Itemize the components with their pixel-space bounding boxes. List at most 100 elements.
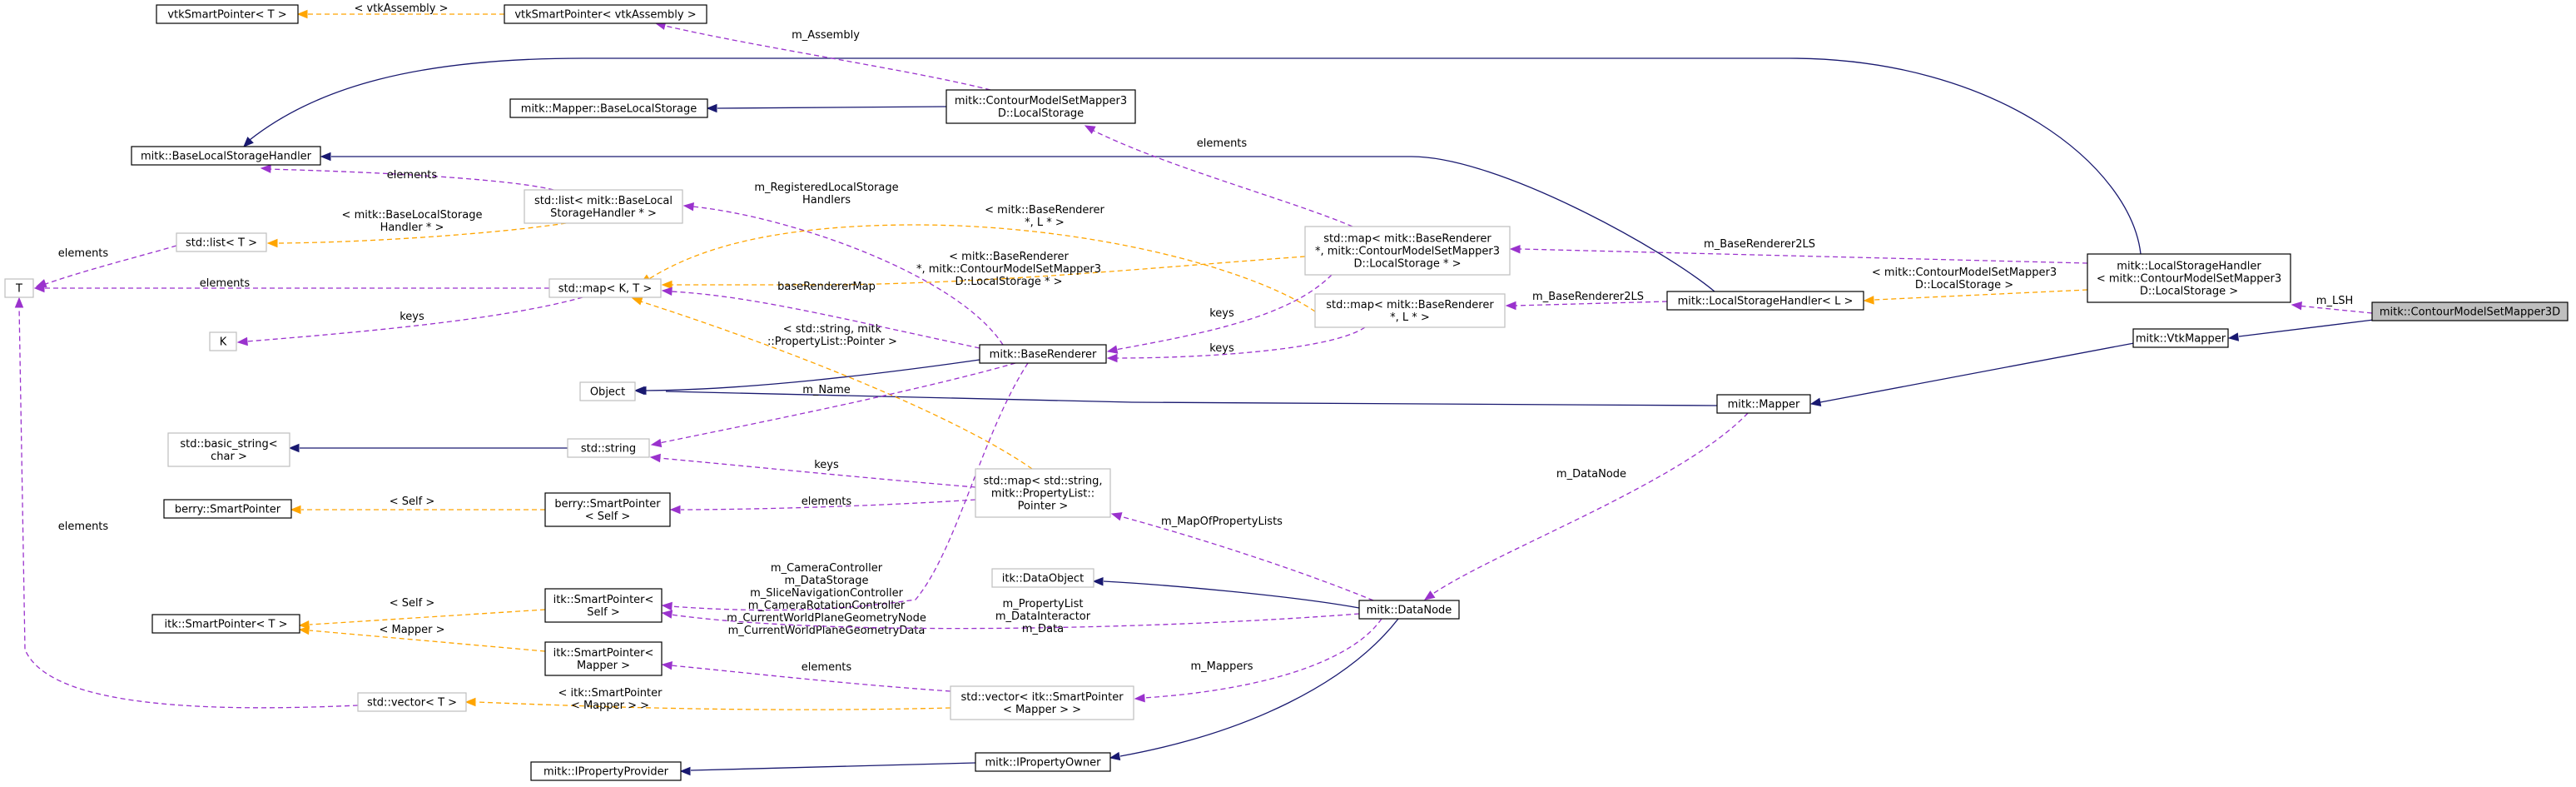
class-node-map-plist[interactable]: std::map< std::string,mitk::PropertyList… bbox=[975, 468, 1111, 518]
edge-line bbox=[309, 630, 546, 652]
edge-label: < Self > bbox=[390, 597, 435, 610]
edge-label: elements bbox=[802, 661, 852, 674]
class-node-label: std::string bbox=[581, 443, 636, 456]
class-node-label: Object bbox=[590, 386, 625, 399]
class-node-box bbox=[131, 146, 321, 166]
edge-line bbox=[670, 613, 1360, 630]
class-node-vector-itksp[interactable]: std::vector< itk::SmartPointer< Mapper >… bbox=[950, 685, 1134, 720]
class-node-box bbox=[975, 468, 1111, 518]
class-node-baserenderer[interactable]: mitk::BaseRenderer bbox=[979, 344, 1107, 364]
edge-label: elements bbox=[1197, 137, 1248, 150]
class-node-box bbox=[504, 4, 707, 24]
class-node-itk-dataobj[interactable]: itk::DataObject bbox=[991, 568, 1094, 588]
edge-arrowhead bbox=[631, 296, 643, 306]
nodes-layer: mitk::ContourModelSetMapper3D mitk::Local… bbox=[4, 4, 2569, 781]
class-node-box bbox=[567, 438, 650, 458]
class-node-lsh-cms[interactable]: mitk::LocalStorageHandler< mitk::Contour… bbox=[2087, 253, 2291, 303]
class-node-box bbox=[530, 761, 682, 781]
class-node-label: std::map< mitk::BaseRenderer bbox=[1326, 299, 1494, 311]
class-node-berry-sp-self[interactable]: berry::SmartPointer< Self > bbox=[544, 492, 671, 527]
usage-edge: keys bbox=[649, 453, 976, 488]
class-node-basic-string[interactable]: std::basic_string<char > bbox=[167, 432, 290, 467]
class-node-iprop-provider[interactable]: mitk::IPropertyProvider bbox=[530, 761, 682, 781]
usage-edge: m_Mappers bbox=[1134, 618, 1382, 703]
class-node-itksp-self[interactable]: itk::SmartPointer<Self > bbox=[544, 588, 663, 623]
edge-label: < itk::SmartPointer bbox=[558, 687, 663, 700]
edge-label: Handler * > bbox=[380, 222, 444, 234]
class-node-list-blsh[interactable]: std::list< mitk::BaseLocalStorageHandler… bbox=[524, 189, 683, 224]
edge-arrowhead bbox=[266, 238, 278, 248]
edge-label: keys bbox=[1209, 307, 1234, 320]
class-node-label: Mapper > bbox=[577, 660, 630, 672]
class-node-label: StorageHandler * > bbox=[550, 207, 657, 220]
class-node-itksp-mapper[interactable]: itk::SmartPointer<Mapper > bbox=[544, 641, 663, 676]
usage-edge: m_DataNode bbox=[1423, 412, 1749, 600]
edge-line bbox=[670, 665, 951, 692]
class-node-label: std::map< K, T > bbox=[558, 283, 653, 296]
class-node-map-br-ls[interactable]: std::map< mitk::BaseRenderer*, mitk::Con… bbox=[1304, 226, 1511, 276]
edge-label: keys bbox=[400, 311, 424, 323]
class-node-string[interactable]: std::string bbox=[567, 438, 650, 458]
class-node-mapper[interactable]: mitk::Mapper bbox=[1716, 394, 1811, 414]
edge-line bbox=[1114, 326, 1366, 359]
edge-line bbox=[1103, 580, 1360, 609]
edge-line bbox=[671, 256, 1306, 286]
class-node-label: D::LocalStorage > bbox=[2140, 286, 2238, 298]
inheritance-edge bbox=[1109, 618, 1399, 761]
class-node-label: mitk::IPropertyProvider bbox=[543, 766, 669, 779]
template-edge: < Self > bbox=[290, 496, 545, 515]
class-node-label: < Self > bbox=[585, 511, 631, 523]
class-node-main[interactable]: mitk::ContourModelSetMapper3D bbox=[2371, 301, 2569, 321]
class-node-label: mitk::LocalStorageHandler< L > bbox=[1678, 296, 1854, 308]
edge-label: elements bbox=[200, 277, 251, 290]
edge-label: baseRendererMap bbox=[777, 281, 876, 293]
class-node-label: *, mitk::ContourModelSetMapper3 bbox=[1315, 246, 1500, 258]
usage-edge: elements bbox=[661, 660, 951, 692]
class-node-vtksp-t[interactable]: vtkSmartPointer< T > bbox=[156, 4, 299, 24]
class-node-K[interactable]: K bbox=[209, 331, 237, 351]
class-node-lsh-l[interactable]: mitk::LocalStorageHandler< L > bbox=[1666, 291, 1864, 311]
edge-label: keys bbox=[1209, 342, 1234, 355]
class-node-label: < Mapper > > bbox=[1003, 704, 1081, 716]
edge-line bbox=[1819, 342, 2135, 403]
class-node-label: mitk::Mapper::BaseLocalStorage bbox=[521, 103, 697, 116]
edge-label: < std::string, mitk bbox=[783, 323, 882, 336]
class-node-list-t[interactable]: std::list< T > bbox=[176, 232, 267, 252]
edge-arrowhead bbox=[2291, 301, 2302, 311]
usage-edge: m_LSH bbox=[2291, 295, 2373, 314]
class-node-vector-t[interactable]: std::vector< T > bbox=[357, 692, 467, 712]
class-node-box bbox=[1304, 226, 1511, 276]
usage-edge: elements bbox=[260, 164, 554, 191]
class-node-vtksp-asm[interactable]: vtkSmartPointer< vtkAssembly > bbox=[504, 4, 707, 24]
class-node-iprop-owner[interactable]: mitk::IPropertyOwner bbox=[975, 752, 1111, 772]
class-node-map-kt[interactable]: std::map< K, T > bbox=[548, 278, 662, 298]
inheritance-edge bbox=[1809, 342, 2135, 406]
class-node-mapper-bls[interactable]: mitk::Mapper::BaseLocalStorage bbox=[509, 98, 708, 118]
edge-line bbox=[640, 301, 1033, 470]
edge-line bbox=[246, 296, 583, 342]
class-node-cms-ls[interactable]: mitk::ContourModelSetMapper3D::LocalStor… bbox=[946, 89, 1136, 124]
class-node-berry-sp[interactable]: berry::SmartPointer bbox=[163, 499, 292, 519]
class-node-itksp-t[interactable]: itk::SmartPointer< T > bbox=[151, 614, 300, 634]
class-node-vtkmapper[interactable]: mitk::VtkMapper bbox=[2132, 328, 2229, 348]
edge-arrowhead bbox=[1084, 125, 1096, 135]
edge-line bbox=[647, 224, 1316, 312]
class-node-blsh[interactable]: mitk::BaseLocalStorageHandler bbox=[131, 146, 321, 166]
class-node-label: mitk::BaseRenderer bbox=[990, 349, 1097, 361]
usage-edge: elements bbox=[1084, 125, 1353, 227]
edge-line bbox=[1519, 248, 2088, 264]
usage-edge: m_Assembly bbox=[654, 21, 991, 91]
edge-arrowhead bbox=[679, 766, 691, 776]
class-node-T[interactable]: T bbox=[4, 278, 34, 298]
edge-label: m_Assembly bbox=[792, 29, 860, 42]
class-node-object[interactable]: Object bbox=[579, 381, 636, 401]
inheritance-edge bbox=[320, 152, 1715, 292]
class-node-map-br-l[interactable]: std::map< mitk::BaseRenderer*, L * > bbox=[1314, 293, 1506, 328]
edge-label: Handlers bbox=[802, 194, 851, 207]
class-node-box bbox=[151, 614, 300, 634]
edge-label: m_MapOfPropertyLists bbox=[1161, 516, 1283, 528]
edge-label: D::LocalStorage > bbox=[1915, 279, 2013, 291]
edge-label: keys bbox=[814, 459, 839, 471]
class-node-datanode[interactable]: mitk::DataNode bbox=[1358, 600, 1460, 620]
